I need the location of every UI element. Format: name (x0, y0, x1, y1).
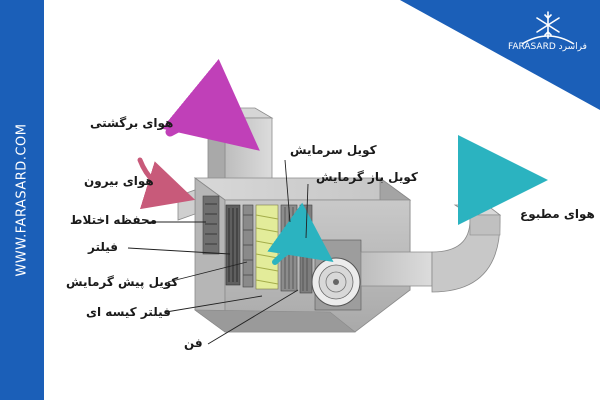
preheat-coil (242, 204, 254, 288)
leader-lines (127, 159, 309, 345)
label-outside-air: هوای بیرون (84, 174, 154, 188)
outside-air-arrow (137, 157, 196, 210)
mixing-damper (202, 195, 220, 255)
supply-fan (311, 239, 362, 311)
outside-air-inlet (177, 189, 196, 221)
label-reheat-coil: کویل باز گرمایش (316, 170, 418, 184)
side-band: WWW.FARASARD.COM (0, 0, 44, 400)
label-filter: فیلتر (88, 240, 119, 254)
supply-air-arrow (457, 135, 548, 226)
label-preheat-coil: کویل پیش گرمایش (66, 275, 179, 289)
label-fan: فن (184, 336, 203, 350)
label-mixing-chamber: محفظه اختلاط (70, 213, 158, 227)
bag-filter (255, 204, 279, 290)
brand-logo-text: FARASARD فراسرد (508, 42, 587, 52)
internal-air-arrow (267, 202, 334, 265)
label-return-air: هوای برگشتی (90, 116, 174, 130)
label-supply-air: هوای مطبوع (520, 207, 595, 221)
label-cooling-coil: کویل سرمایش (290, 143, 377, 157)
return-air-arrow (161, 58, 260, 151)
filter-bank (225, 204, 241, 286)
label-bag-filter: فیلتر کیسه ای (86, 305, 171, 319)
snowflake-icon (521, 11, 575, 45)
